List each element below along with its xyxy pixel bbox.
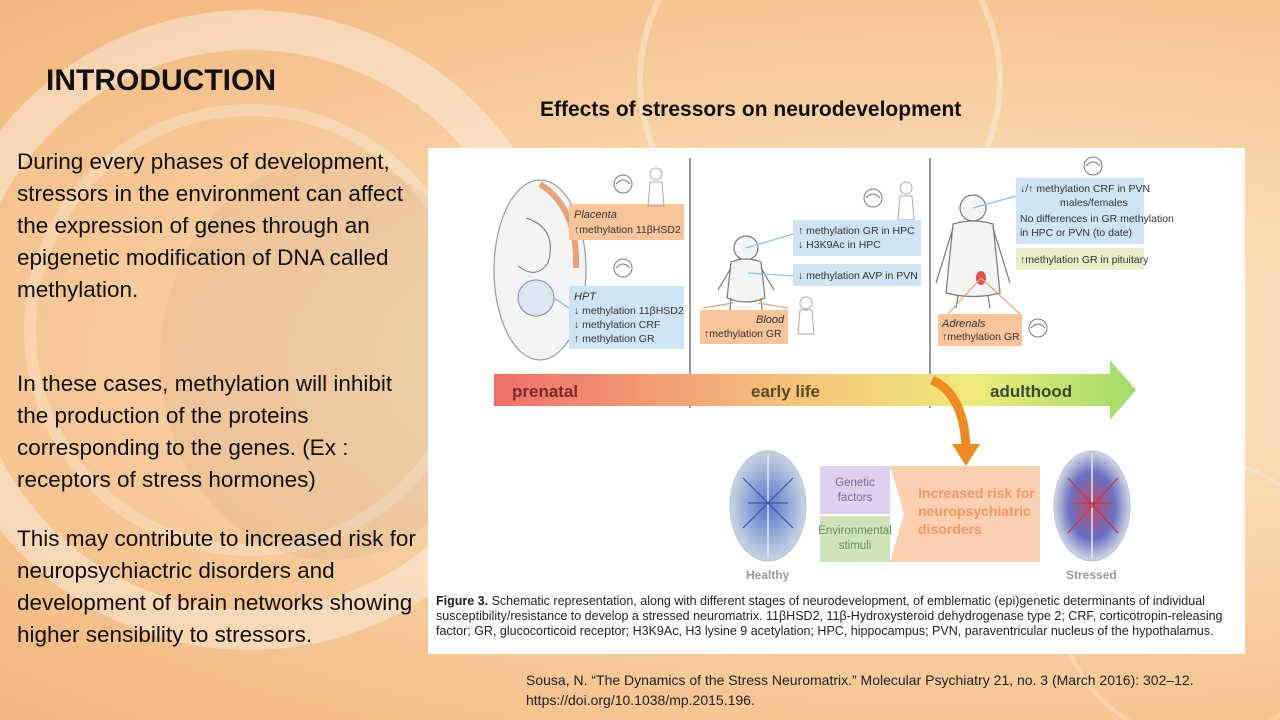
environmental-stimuli-label: stimuli [839,540,872,552]
outcome-curved-arrow [929,375,971,449]
placenta-line: ↑methylation 11βHSD2 [574,224,681,236]
hpt-line: ↓ methylation CRF [574,319,660,331]
genetic-factors-box [820,466,890,514]
crf-line: ↓/↑ methylation CRF in PVN [1020,183,1150,195]
blood-box [700,310,788,344]
genetic-factors-label: factors [838,492,873,504]
paragraph-methylation: During every phases of development, stre… [17,149,404,302]
pvn-box [793,264,921,286]
hpt-line: ↑ methylation GR [574,333,655,345]
environmental-stimuli-box [820,516,890,562]
hpt-box [569,286,684,349]
pvn-line: ↓ methylation AVP in PVN [798,270,918,282]
placenta-box [569,204,684,240]
head-icon [613,174,633,194]
stage-prenatal: prenatal [512,382,578,401]
blood-title: Blood [756,314,785,326]
body-outline-icon [647,167,665,207]
stressed-brain [1053,450,1131,562]
risk-label: Increased risk for [918,485,1035,501]
environmental-stimuli-label: Environmental [818,525,892,537]
hpc-line: ↓ H3K9Ac in HPC [798,239,881,251]
body-outline-icon [897,181,915,221]
paragraph-risk: This may contribute to increased risk fo… [17,526,416,647]
caption-text: Schematic representation, along with dif… [436,594,1223,638]
figure-caption: Figure 3. Schematic representation, alon… [436,594,1236,639]
citation-line: Sousa, N. “The Dynamics of the Stress Ne… [526,672,1194,688]
crf-box [1016,178,1144,244]
stressed-label: Stressed [1066,568,1117,582]
stage-adulthood: adulthood [990,382,1072,401]
child-figure-icon [797,296,815,335]
citation: Sousa, N. “The Dynamics of the Stress Ne… [526,670,1194,710]
slide-title: INTRODUCTION [46,64,276,97]
placenta-title: Placenta [574,209,617,221]
citation-doi: https://doi.org/10.1038/mp.2015.196. [526,692,755,708]
risk-box [890,466,1040,562]
crf-line: in HPC or PVN (to date) [1020,227,1132,239]
pituitary-line: ↑methylation GR in pituitary [1020,254,1149,266]
blood-line: ↑methylation GR [704,328,782,340]
risk-label: disorders [918,521,982,537]
genetic-factors-label: Genetic [835,477,875,489]
figure-heading: Effects of stressors on neurodevelopment [540,98,962,121]
crf-line: males/females [1060,197,1128,209]
crf-line: No differences in GR methylation [1020,213,1174,225]
head-icon [1083,156,1103,176]
hpc-line: ↑ methylation GR in HPC [798,225,915,237]
stage-early-life: early life [751,382,820,401]
adult-illustration [935,194,1011,309]
fetus-illustration [493,179,587,361]
timeline-arrow [494,360,1136,420]
head-icon [613,258,633,278]
adrenals-line: ↑methylation GR [942,331,1020,343]
healthy-brain [729,450,807,562]
paragraph-inhibition: In these cases, methylation will inhibit… [17,371,393,492]
adrenals-box [938,314,1022,346]
caption-label: Figure 3. [436,594,489,608]
head-icon [1028,318,1048,338]
risk-label: neuropsychiatric [918,503,1031,519]
adrenals-title: Adrenals [941,318,986,330]
pituitary-box [1016,248,1144,270]
hpc-box [793,220,921,256]
hpt-title: HPT [574,291,597,303]
head-icon [863,188,883,208]
hpt-line: ↓ methylation 11βHSD2 [574,305,684,317]
figure-diagram: Placenta ↑methylation 11βHSD2 HPT ↓ meth… [428,148,1245,654]
healthy-label: Healthy [746,568,790,582]
